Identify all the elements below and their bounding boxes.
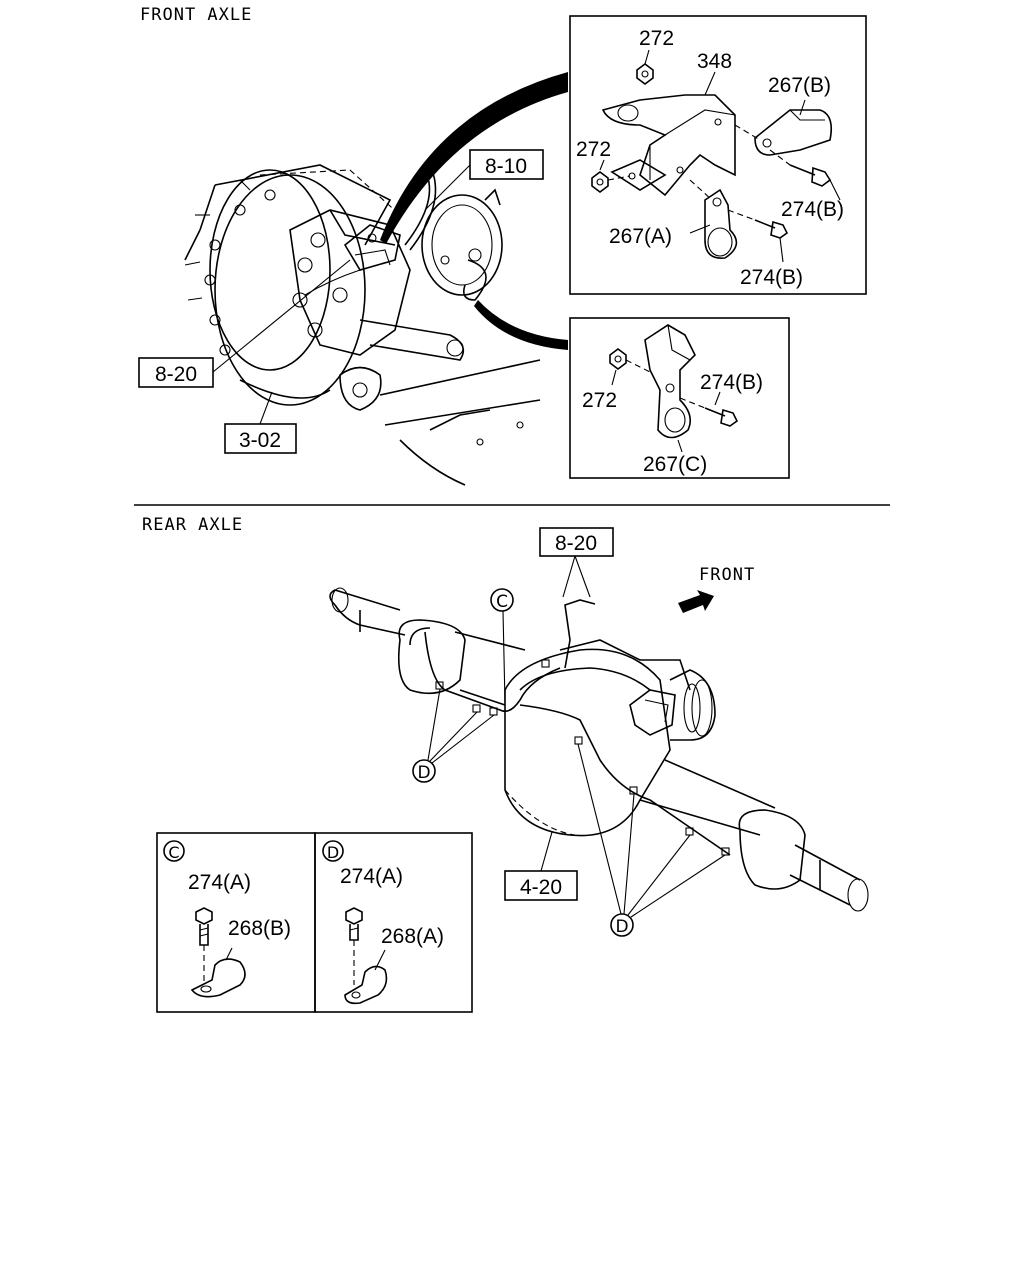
label-272-b: 272 xyxy=(576,138,611,161)
label-348: 348 xyxy=(697,50,732,73)
ref-box-8-20-rear: 8-20 xyxy=(539,527,614,598)
marker-d-left-callout: D xyxy=(412,688,495,783)
marker-d-left-letter: D xyxy=(417,763,430,783)
inset-c-bolt-label: 274(A) xyxy=(188,871,251,894)
inset-d-bolt-label: 274(A) xyxy=(340,865,403,888)
marker-d-right-letter: D xyxy=(615,917,628,937)
inset-c-marker: C xyxy=(168,843,179,862)
label-267c: 267(C) xyxy=(643,453,707,476)
label-274b-2: 274(B) xyxy=(740,266,803,289)
label-274b-detail-b: 274(B) xyxy=(700,371,763,394)
label-272-detail-b: 272 xyxy=(582,389,617,412)
rear-axle-housing-drawing xyxy=(329,587,869,912)
marker-d-right-callout: D xyxy=(577,743,726,937)
nut-272-left-icon xyxy=(591,171,609,193)
front-axle-title: FRONT AXLE xyxy=(140,5,252,25)
front-arrow-icon xyxy=(678,590,714,613)
clip-268a-icon xyxy=(344,965,388,1005)
rear-axle-title: REAR AXLE xyxy=(142,515,243,535)
clip-267b-icon xyxy=(754,109,833,156)
detail-a-callout-band xyxy=(380,72,568,244)
front-axle-hub-drawing xyxy=(184,164,541,486)
label-267b: 267(B) xyxy=(768,74,831,97)
detail-b-callout-band xyxy=(474,300,568,350)
ref-box-8-20-front: 8-20 xyxy=(138,259,351,388)
clip-268b-icon xyxy=(190,958,246,998)
ref-box-8-10: 8-10 xyxy=(424,149,544,211)
ref-3-02-label: 3-02 xyxy=(239,429,281,452)
ref-8-20-front-label: 8-20 xyxy=(155,363,197,386)
detail-b-box: 272 274(B) 267(C) xyxy=(569,317,790,479)
inset-c-clip-label: 268(B) xyxy=(228,917,291,940)
inset-c-box: C 274(A) 268(B) xyxy=(156,832,316,1013)
clip-267a-icon xyxy=(704,188,738,259)
ref-box-4-20: 4-20 xyxy=(504,831,578,901)
ref-8-10-label: 8-10 xyxy=(485,155,527,178)
ref-8-20-rear-label: 8-20 xyxy=(555,532,597,555)
nut-272-top-icon xyxy=(636,63,654,85)
detail-a-box: 272 348 267(B) 272 274(B) 267(A) 274(B) xyxy=(569,15,867,295)
marker-c-callout: C xyxy=(490,588,514,704)
label-267a: 267(A) xyxy=(609,225,672,248)
bolt-274a-d-icon xyxy=(345,907,363,925)
nut-272-detail-b-icon xyxy=(609,348,627,370)
front-direction-label: FRONT xyxy=(699,565,755,585)
bolt-274a-icon xyxy=(195,907,213,925)
ref-4-20-label: 4-20 xyxy=(520,876,562,899)
inset-d-marker: D xyxy=(327,843,339,862)
ref-box-3-02: 3-02 xyxy=(224,391,297,454)
bracket-348-icon xyxy=(601,94,736,197)
label-274b-1: 274(B) xyxy=(781,198,844,221)
inset-d-clip-label: 268(A) xyxy=(381,925,444,948)
label-272-a: 272 xyxy=(639,27,674,50)
marker-c-letter: C xyxy=(496,592,508,612)
inset-d-box: D 274(A) 268(A) xyxy=(314,832,473,1013)
clip-267c-icon xyxy=(644,324,696,439)
